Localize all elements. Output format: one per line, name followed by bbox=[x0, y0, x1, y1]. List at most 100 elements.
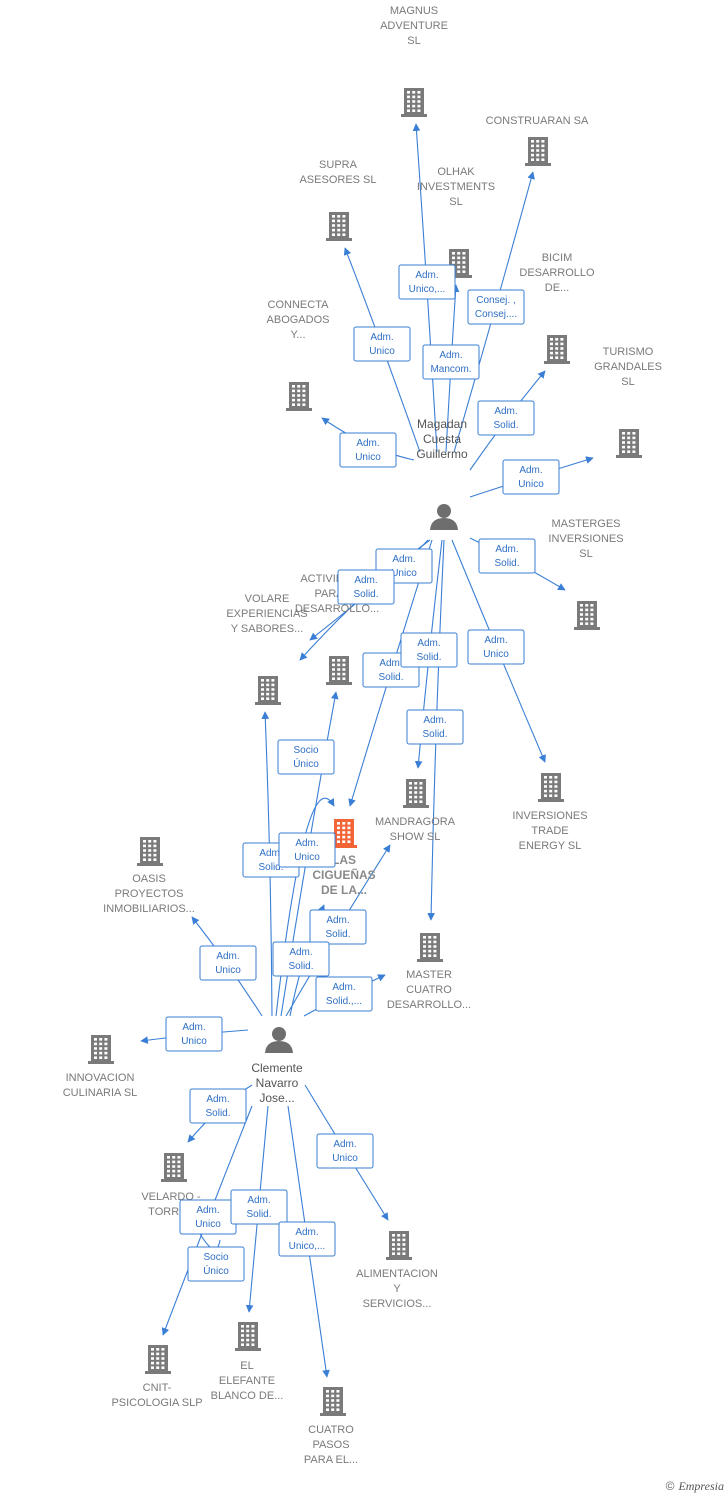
relation-label-text: Unico bbox=[355, 452, 381, 463]
relation-label[interactable]: Adm.Solid. bbox=[230, 1189, 288, 1225]
person-icon bbox=[265, 1027, 293, 1053]
relation-label-text: Adm. bbox=[423, 715, 446, 726]
building-icon bbox=[161, 1153, 187, 1182]
building-icon bbox=[326, 656, 352, 685]
company-node-alimentacion[interactable]: ALIMENTACIONYSERVICIOS... bbox=[356, 1231, 438, 1310]
node-label-line: ABOGADOS bbox=[267, 314, 330, 326]
person-icon bbox=[430, 504, 458, 530]
node-label-line: INNOVACION bbox=[66, 1072, 135, 1084]
building-icon bbox=[401, 88, 427, 117]
relation-label[interactable]: Adm.Unico bbox=[165, 1016, 223, 1052]
relation-label-text: Solid. bbox=[416, 652, 441, 663]
relation-label[interactable]: Adm.Unico bbox=[467, 629, 525, 665]
building-icon bbox=[525, 137, 551, 166]
copyright-symbol: © bbox=[665, 1479, 675, 1493]
relation-label[interactable]: Adm. Unico bbox=[339, 432, 397, 468]
node-label-line: CIGUEÑAS bbox=[312, 867, 375, 882]
company-node-master4[interactable]: MASTERCUATRODESARROLLO... bbox=[387, 933, 471, 1011]
company-node-innovacion[interactable]: INNOVACION CULINARIA SL bbox=[63, 1035, 138, 1099]
node-label-line: SL bbox=[621, 376, 634, 388]
node-label-line: CULINARIA SL bbox=[63, 1087, 138, 1099]
building-icon bbox=[574, 601, 600, 630]
relation-label[interactable]: Adm.Unico bbox=[316, 1133, 374, 1169]
relation-label-text: Adm. bbox=[295, 838, 318, 849]
node-label-line: PASOS bbox=[312, 1439, 349, 1451]
relation-label-text: Adm. bbox=[356, 438, 379, 449]
building-icon bbox=[137, 837, 163, 866]
footer-brand[interactable]: ©Empresia bbox=[666, 1479, 724, 1494]
node-label-line: OLHAK bbox=[437, 166, 475, 178]
building-icon bbox=[417, 933, 443, 962]
relation-label[interactable]: Consej. ,Consej.... bbox=[467, 289, 525, 325]
relation-label[interactable]: Adm.Solid. bbox=[309, 909, 367, 945]
relation-label[interactable]: Adm.Unico bbox=[502, 459, 560, 495]
relation-label-text: Consej.... bbox=[475, 309, 517, 320]
relation-label[interactable]: Adm.Solid. bbox=[400, 632, 458, 668]
relation-label-text: Adm. bbox=[494, 406, 517, 417]
node-label-line: ALIMENTACION bbox=[356, 1268, 438, 1280]
node-label-line: Navarro bbox=[256, 1076, 299, 1090]
relation-label[interactable]: Adm.Solid. bbox=[189, 1088, 247, 1124]
node-label-line: DESARROLLO... bbox=[387, 999, 471, 1011]
relation-label[interactable]: Adm.Unico,... bbox=[278, 1221, 336, 1257]
relation-label[interactable]: Adm. Mancom. bbox=[422, 344, 480, 380]
node-label-line: CUATRO bbox=[308, 1424, 354, 1436]
company-node-oasis[interactable]: OASISPROYECTOSINMOBILIARIOS... bbox=[103, 837, 195, 915]
relation-label-text: Adm. bbox=[439, 350, 462, 361]
relation-label[interactable]: Adm.Solid. bbox=[337, 569, 395, 605]
relation-label[interactable]: Adm. Solid. bbox=[477, 400, 535, 436]
node-label-line: Jose... bbox=[259, 1091, 294, 1105]
company-node-bicim[interactable]: BICIMDESARROLLODE... bbox=[519, 252, 595, 364]
relation-label[interactable]: Adm.Solid. bbox=[272, 941, 330, 977]
relation-label[interactable]: Adm.Solid. bbox=[406, 709, 464, 745]
building-icon bbox=[403, 779, 429, 808]
node-label-line: OASIS bbox=[132, 873, 166, 885]
node-label-line: CUATRO bbox=[406, 984, 452, 996]
relation-label[interactable]: Adm.Unico bbox=[353, 326, 411, 362]
company-node-construaran[interactable]: CONSTRUARAN SA bbox=[486, 115, 589, 166]
relation-label-text: Solid. bbox=[205, 1108, 230, 1119]
relation-label[interactable]: Adm.Unico,... bbox=[398, 264, 456, 300]
relation-label-text: Adm. bbox=[415, 270, 438, 281]
relation-label-text: Socio bbox=[203, 1252, 228, 1263]
node-label-line: CONSTRUARAN SA bbox=[486, 115, 589, 127]
relation-label-text: Mancom. bbox=[430, 364, 471, 375]
relation-label-text: Adm. bbox=[392, 554, 415, 565]
relation-label[interactable]: Adm.Solid.,... bbox=[315, 976, 373, 1012]
relation-label-text: Único bbox=[293, 757, 319, 770]
company-node-connecta[interactable]: CONNECTAABOGADOSY... bbox=[267, 299, 330, 411]
relation-label[interactable]: Adm.Unico bbox=[278, 832, 336, 868]
node-label-line: Y... bbox=[290, 329, 305, 341]
relation-label[interactable]: Adm.Solid. bbox=[478, 538, 536, 574]
relation-label-text: Solid. bbox=[493, 420, 518, 431]
person-node-clemente[interactable]: ClementeNavarroJose... bbox=[251, 1027, 303, 1105]
relation-label[interactable]: Adm.Unico bbox=[179, 1199, 237, 1235]
node-label-line: ELEFANTE bbox=[219, 1375, 275, 1387]
company-node-cnit[interactable]: CNIT-PSICOLOGIA SLP bbox=[111, 1345, 203, 1409]
relation-label-text: Solid. bbox=[494, 558, 519, 569]
relation-label-text: Adm. bbox=[379, 658, 402, 669]
node-label-line: Cuesta bbox=[423, 432, 461, 446]
relation-labels-layer: Adm.Unico,...Consej. ,Consej....Adm.Unic… bbox=[165, 264, 560, 1282]
relation-label[interactable]: Adm.Unico bbox=[199, 945, 257, 981]
relation-label-text: Adm. bbox=[247, 1195, 270, 1206]
node-label-line: TRADE bbox=[531, 825, 568, 837]
node-label-line: EL bbox=[240, 1360, 253, 1372]
relation-label-text: Unico bbox=[332, 1153, 358, 1164]
node-label-line: SL bbox=[579, 548, 592, 560]
